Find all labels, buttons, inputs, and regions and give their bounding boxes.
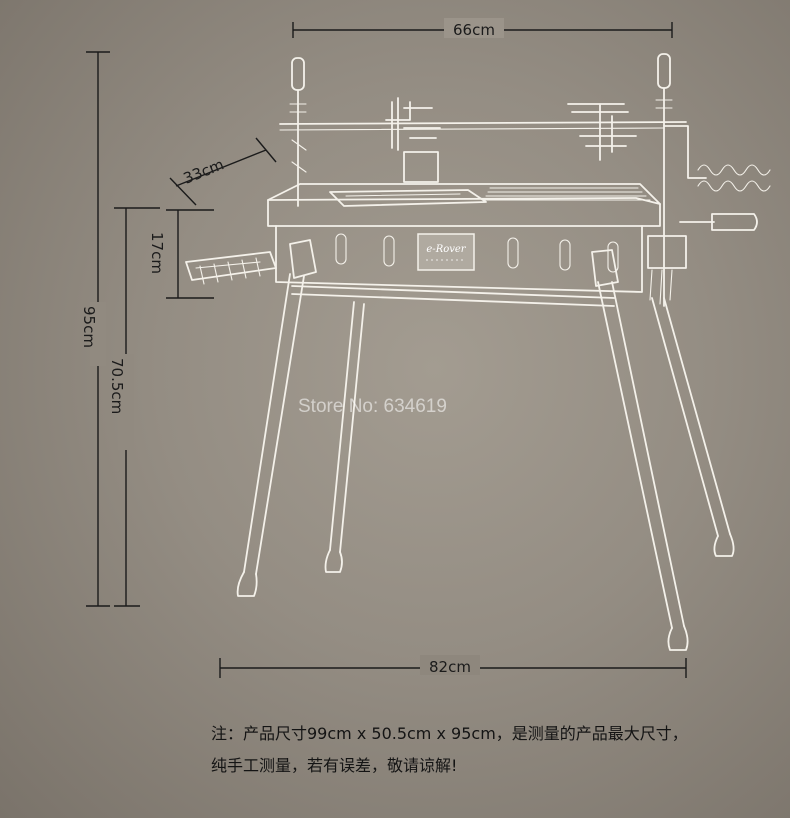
dim-side-tray: 17cm [148, 209, 214, 299]
dim-grill-height-label: 70.5cm [108, 358, 126, 414]
dim-side-tray-label: 17cm [148, 232, 166, 274]
grill-line-art [185, 53, 771, 651]
note-line-1: 注：产品尺寸99cm x 50.5cm x 95cm，是测量的产品最大尺寸， [211, 724, 688, 743]
dim-base-width: 82cm [219, 655, 687, 678]
brand-logo-text: e-Rover [426, 244, 466, 255]
dim-grill-height: 70.5cm [108, 207, 160, 607]
dim-depth: 33cm [169, 137, 277, 206]
brand-plate: e-Rover [417, 233, 475, 271]
dim-base-width-label: 82cm [429, 658, 471, 676]
store-watermark: Store No: 634619 [298, 396, 447, 417]
dim-depth-label: 33cm [181, 155, 227, 187]
note-line-2: 纯手工测量，若有误差，敬请谅解! [211, 756, 458, 775]
dim-total-height: 95cm [80, 51, 110, 607]
dim-width-top-label: 66cm [453, 21, 495, 39]
dim-total-height-label: 95cm [80, 306, 98, 348]
dim-width-top: 66cm [292, 18, 673, 39]
